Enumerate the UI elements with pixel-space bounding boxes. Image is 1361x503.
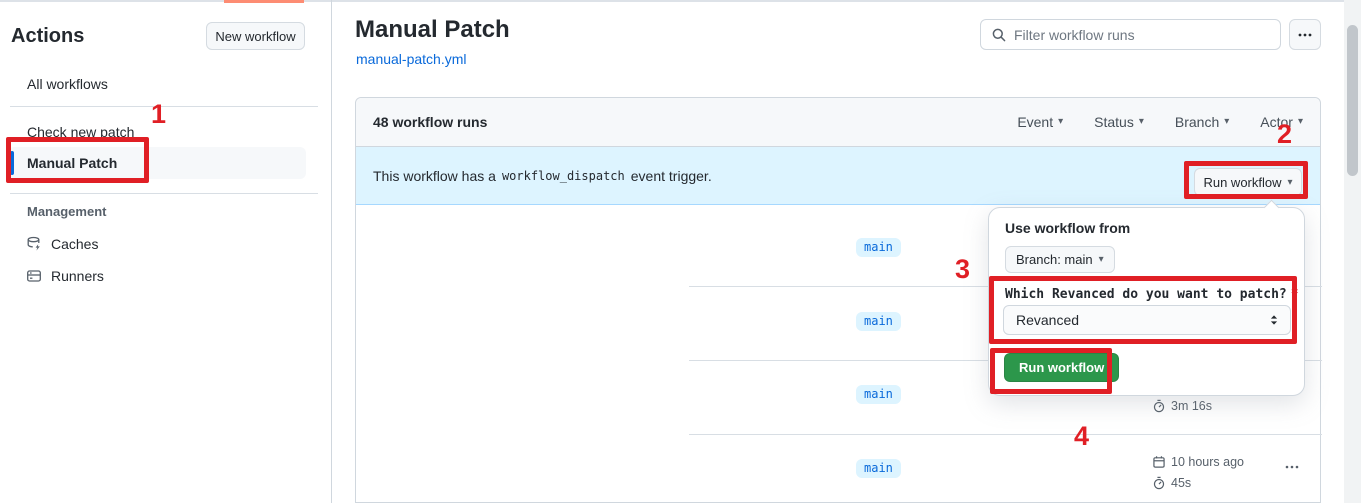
scrollbar-thumb[interactable] — [1347, 25, 1358, 176]
branch-selector-button[interactable]: Branch: main ▾ — [1005, 246, 1115, 273]
workflow-dispatch-banner: This workflow has a workflow_dispatch ev… — [356, 147, 1320, 205]
branch-badge[interactable]: main — [856, 312, 901, 331]
branch-badge[interactable]: main — [856, 238, 901, 257]
revanced-select[interactable]: Revanced — [1003, 305, 1291, 335]
sidebar-item-label: Manual Patch — [27, 155, 118, 171]
runner-icon — [26, 268, 42, 284]
sidebar-item-all-workflows[interactable]: All workflows — [27, 76, 108, 92]
chevron-down-icon: ▾ — [1297, 116, 1303, 127]
banner-text: This workflow has a workflow_dispatch ev… — [373, 167, 712, 184]
annotation-number-1: 1 — [151, 99, 167, 129]
annotation-number-2: 2 — [1277, 119, 1293, 149]
dialog-heading: Use workflow from — [1005, 220, 1131, 236]
select-caret-icon — [1266, 312, 1282, 328]
branch-badge[interactable]: main — [856, 459, 901, 478]
sidebar-divider — [10, 193, 318, 194]
filter-runs-searchbox — [980, 19, 1281, 50]
run-options-button[interactable] — [1278, 459, 1306, 475]
sidebar-title: Actions — [11, 25, 85, 47]
sidebar-item-label: Runners — [51, 268, 104, 284]
stopwatch-icon — [1152, 399, 1166, 413]
sidebar-item-caches[interactable]: Caches — [26, 236, 98, 252]
filter-actor[interactable]: Actor ▾ — [1260, 114, 1303, 130]
event-trigger-code: workflow_dispatch — [501, 168, 625, 183]
branch-badge[interactable]: main — [856, 385, 901, 404]
chevron-down-icon: ▾ — [1098, 254, 1104, 265]
search-icon — [991, 27, 1007, 43]
management-section-label: Management — [27, 204, 107, 219]
selected-indicator — [10, 151, 14, 175]
run-workflow-submit-button[interactable]: Run workflow — [1004, 353, 1120, 382]
run-duration: 45s — [1152, 476, 1191, 490]
chevron-down-icon: ▾ — [1058, 116, 1064, 127]
filter-event[interactable]: Event ▾ — [1017, 114, 1064, 130]
sidebar-border — [331, 0, 332, 503]
sidebar-item-runners[interactable]: Runners — [26, 268, 104, 284]
search-input[interactable] — [1014, 26, 1270, 43]
run-workflow-dialog: Use workflow from Branch: main ▾ Which R… — [988, 207, 1305, 396]
workflow-file-link[interactable]: manual-patch.yml — [356, 51, 467, 67]
workflow-options-button[interactable] — [1289, 19, 1321, 50]
run-duration: 3m 16s — [1152, 399, 1212, 413]
sidebar-item-check-new-patch[interactable]: Check new patch — [27, 124, 135, 140]
page-title: Manual Patch — [355, 16, 510, 43]
kebab-icon — [1297, 27, 1313, 43]
sidebar-item-label: Caches — [51, 236, 99, 252]
annotation-number-4: 4 — [1074, 421, 1090, 451]
runs-filters: Event ▾ Status ▾ Branch ▾ Actor ▾ — [1017, 115, 1303, 129]
run-workflow-dropdown-button[interactable]: Run workflow ▾ — [1194, 168, 1302, 196]
active-tab-indicator — [224, 0, 304, 3]
annotation-number-3: 3 — [955, 254, 971, 284]
filter-status[interactable]: Status ▾ — [1094, 114, 1144, 130]
cache-icon — [26, 236, 42, 252]
chevron-down-icon: ▾ — [1224, 116, 1230, 127]
run-start-time: 10 hours ago — [1152, 455, 1244, 469]
calendar-icon — [1152, 455, 1166, 469]
runs-count: 48 workflow runs — [373, 114, 488, 130]
row-divider — [689, 434, 1322, 435]
chevron-down-icon: ▾ — [1138, 116, 1144, 127]
scrollbar-track — [1344, 0, 1361, 503]
required-asterisk: * — [1290, 287, 1299, 302]
sidebar-item-manual-patch[interactable]: Manual Patch — [8, 147, 306, 179]
top-border — [0, 0, 1344, 2]
stopwatch-icon — [1152, 476, 1166, 490]
sidebar-divider — [10, 106, 318, 107]
workflow-input-label: Which Revanced do you want to patch?* — [1005, 287, 1299, 302]
runs-table-header: 48 workflow runs Event ▾ Status ▾ Branch… — [356, 98, 1320, 147]
filter-branch[interactable]: Branch ▾ — [1174, 114, 1230, 130]
new-workflow-button[interactable]: New workflow — [206, 22, 305, 50]
kebab-icon — [1284, 459, 1300, 475]
chevron-down-icon: ▾ — [1287, 176, 1293, 188]
